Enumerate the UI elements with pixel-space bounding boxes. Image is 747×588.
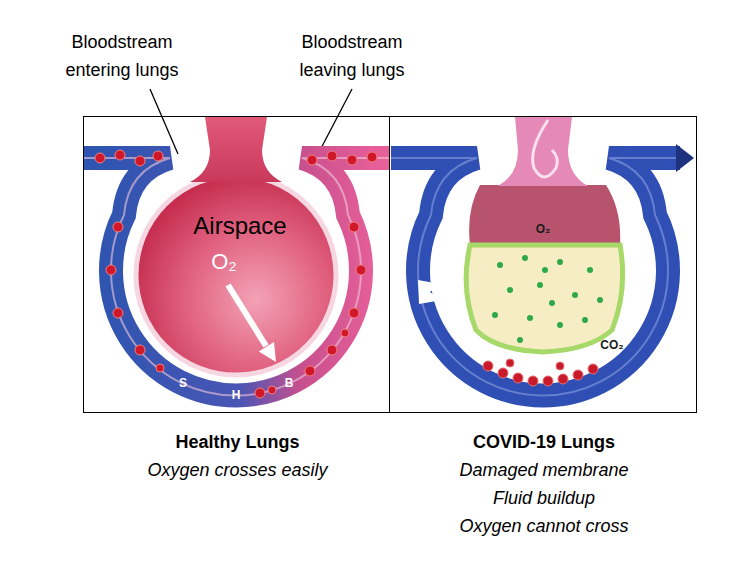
alveolus-airspace xyxy=(136,175,336,375)
red-blood-cell xyxy=(483,359,598,386)
fluid-particle xyxy=(517,337,523,343)
red-blood-cell xyxy=(573,370,583,380)
red-blood-cell xyxy=(115,150,125,160)
fluid-particle xyxy=(549,300,555,306)
red-blood-cell xyxy=(327,345,337,355)
red-blood-cell xyxy=(498,368,508,378)
red-blood-cell xyxy=(305,366,315,376)
alveolus-airspace xyxy=(469,185,620,245)
red-blood-cell xyxy=(367,152,377,162)
panel-heading: Healthy Lungs xyxy=(60,428,415,456)
red-blood-cell xyxy=(558,374,568,384)
red-blood-cell xyxy=(113,222,123,232)
red-blood-cell xyxy=(528,376,538,386)
leader-line xyxy=(150,89,178,154)
panel-note: Fluid buildup xyxy=(366,484,722,512)
red-blood-cell xyxy=(347,155,357,165)
red-blood-cell xyxy=(95,153,105,163)
fluid-buildup xyxy=(466,245,623,352)
red-blood-cell xyxy=(506,359,514,367)
leader-line xyxy=(318,89,352,154)
airway-neck xyxy=(190,117,282,182)
blood-vessel xyxy=(84,158,389,396)
red-blood-cell xyxy=(106,265,116,275)
fluid-particle xyxy=(572,292,578,298)
oxygen-arrow xyxy=(228,285,266,346)
panel-heading: COVID-19 Lungs xyxy=(366,428,722,456)
gas-label: CO₂ xyxy=(592,338,632,352)
flow-arrowhead xyxy=(676,144,694,172)
panel: COVID-19 LungsDamaged membraneFluid buil… xyxy=(389,116,697,413)
fluid-particle xyxy=(507,287,513,293)
red-blood-cell xyxy=(327,151,337,161)
vessel-letter: B xyxy=(279,376,299,390)
panel-note: Oxygen crosses easily xyxy=(60,456,415,484)
red-blood-cell xyxy=(255,388,265,398)
healthy-alveolus xyxy=(84,117,389,398)
vessel-letter: H xyxy=(226,388,246,402)
fluid-particle xyxy=(582,317,588,323)
blood-vessel-wall xyxy=(391,158,680,396)
fluid-particle xyxy=(542,267,548,273)
oxygen-arrow xyxy=(228,285,276,362)
fluid-particle xyxy=(522,255,528,261)
red-blood-cell xyxy=(483,361,493,371)
fluid-particle xyxy=(537,282,543,288)
red-blood-cell xyxy=(356,265,366,275)
oxygen-arrow xyxy=(259,342,276,362)
fluid-particle xyxy=(557,322,563,328)
fluid-particle xyxy=(497,262,503,268)
gas-label: O₂ xyxy=(523,222,563,236)
fluid-particle xyxy=(492,312,498,318)
callout-label: Bloodstream entering lungs xyxy=(47,28,197,84)
red-blood-cell xyxy=(153,151,163,161)
damaged-wall xyxy=(418,280,442,304)
fluid-particle xyxy=(597,297,603,303)
red-blood-cell xyxy=(588,364,598,374)
red-blood-cell xyxy=(268,386,276,394)
oxygen-swirl xyxy=(533,120,558,177)
red-blood-cell xyxy=(95,150,377,398)
red-blood-cell xyxy=(349,222,359,232)
red-blood-cell xyxy=(307,155,317,165)
red-blood-cell xyxy=(543,376,553,386)
red-blood-cell xyxy=(556,362,564,370)
fluid-particle xyxy=(527,315,533,321)
red-blood-cell xyxy=(135,345,145,355)
oxygen-swirl xyxy=(533,120,558,177)
red-blood-cell xyxy=(156,364,164,372)
red-blood-cell xyxy=(341,329,349,337)
red-blood-cell xyxy=(113,308,123,318)
red-blood-cell xyxy=(513,373,523,383)
panel-caption: COVID-19 LungsDamaged membraneFluid buil… xyxy=(366,428,722,540)
panel-note: Oxygen cannot cross xyxy=(366,512,722,540)
blood-vessel xyxy=(391,158,680,396)
part-label: Airspace xyxy=(170,212,310,240)
fluid-particle xyxy=(557,259,563,265)
covid-alveolus xyxy=(391,117,694,396)
fluid-particle xyxy=(492,255,603,343)
callout-label: Bloodstream leaving lungs xyxy=(277,28,427,84)
vessel-letter: S xyxy=(173,376,193,390)
gas-label: O₂ xyxy=(199,249,249,275)
red-blood-cell xyxy=(349,308,359,318)
panel-note: Damaged membrane xyxy=(366,456,722,484)
panel-caption: Healthy LungsOxygen crosses easily xyxy=(60,428,415,484)
airway-neck xyxy=(498,117,588,186)
blood-vessel-wall xyxy=(84,158,389,396)
red-blood-cell xyxy=(135,156,145,166)
fluid-particle xyxy=(587,267,593,273)
